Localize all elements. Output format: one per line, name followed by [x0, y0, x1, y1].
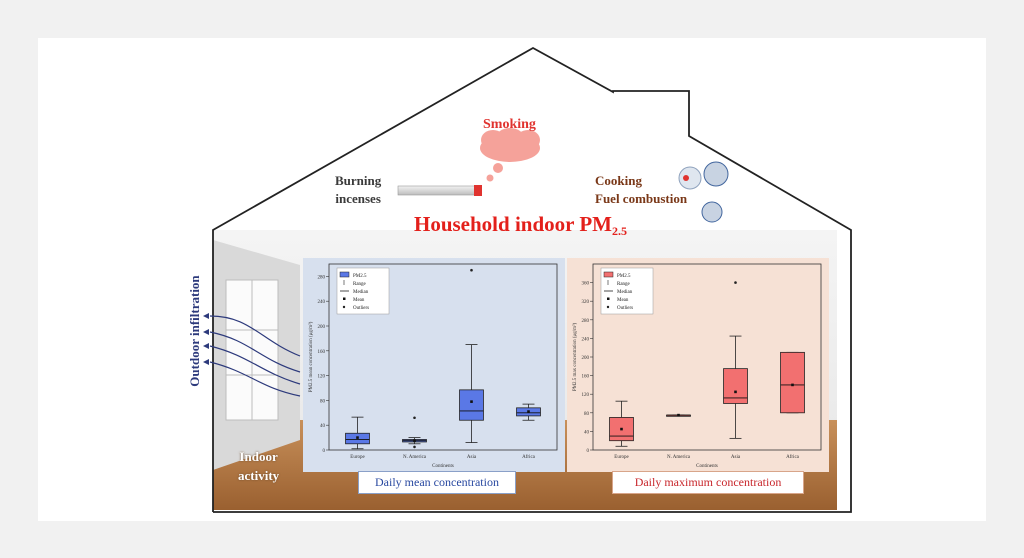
incense-stick — [397, 185, 477, 196]
smoke-cloud-icon — [480, 128, 540, 182]
legend-label: Mean — [617, 298, 629, 303]
y-axis-label: PM2.5 mean concentration (μg/m³) — [308, 321, 314, 392]
plot-area — [328, 263, 558, 451]
infiltration-arrows — [209, 315, 301, 397]
indoor-activity-label: Indoor activity — [238, 447, 279, 485]
x-tick-label: Africa — [786, 455, 800, 460]
legend-label: Outliers — [353, 306, 369, 311]
legend-mean-marker — [607, 297, 610, 300]
y-tick-label: 0 — [587, 449, 590, 454]
x-tick-label: Asia — [467, 455, 477, 460]
y-tick-label: 240 — [582, 337, 590, 342]
mean-marker — [677, 413, 680, 417]
y-tick-label: 80 — [320, 399, 326, 404]
incense-tip — [474, 185, 482, 196]
box-iqr — [723, 368, 748, 404]
title-subscript: 2.5 — [611, 224, 627, 238]
y-tick-label: 280 — [582, 319, 590, 324]
burning-incenses-label: Burning incenses — [335, 172, 381, 208]
y-tick-label: 240 — [318, 300, 326, 305]
outdoor-infiltration-label: Outdoor infiltration — [187, 275, 202, 387]
title-main: Household indoor PM — [414, 212, 612, 236]
x-tick-label: Asia — [731, 455, 741, 460]
mean-marker — [527, 410, 530, 413]
y-tick-label: 0 — [323, 449, 326, 454]
legend-label: Mean — [353, 298, 365, 303]
box-iqr — [459, 389, 484, 421]
x-tick-label: Europe — [350, 455, 365, 460]
mean-marker — [413, 439, 416, 442]
y-tick-label: 200 — [582, 356, 590, 361]
y-tick-label: 120 — [318, 375, 326, 380]
y-tick-label: 200 — [318, 325, 326, 330]
mean-marker — [791, 383, 794, 387]
mean-marker — [620, 427, 623, 431]
legend-label: Range — [353, 282, 367, 287]
y-axis-label: PM2.5 max concentration (μg/m³) — [572, 323, 578, 392]
x-tick-label: N. America — [667, 455, 691, 460]
house-outline — [212, 46, 852, 513]
y-tick-label: 320 — [582, 300, 590, 305]
legend-label: PM2.5 — [617, 274, 631, 279]
y-tick-label: 160 — [582, 375, 590, 380]
legend-swatch — [603, 271, 614, 278]
cooking-label: Cooking Fuel combustion — [595, 172, 687, 208]
y-tick-label: 360 — [582, 282, 590, 287]
burning-line2: incenses — [335, 191, 381, 206]
y-tick-label: 280 — [318, 275, 326, 280]
legend-label: PM2.5 — [353, 274, 367, 279]
legend-outlier-marker — [342, 305, 346, 309]
combustion-particles-icon — [678, 161, 729, 223]
mean-marker — [470, 400, 473, 403]
box-iqr — [780, 351, 805, 414]
y-tick-label: 160 — [318, 350, 326, 355]
y-tick-label: 120 — [582, 393, 590, 398]
y-tick-label: 80 — [584, 412, 590, 417]
legend-label: Median — [617, 290, 633, 295]
figure-title: Household indoor PM2.5 — [414, 212, 627, 239]
legend-mean-marker — [343, 297, 346, 300]
legend-swatch — [339, 271, 350, 278]
y-tick-label: 40 — [320, 424, 326, 429]
indoor-line2: activity — [238, 468, 280, 483]
mean-marker — [356, 436, 359, 439]
x-axis-label: Continents — [696, 464, 718, 469]
outlier-point — [413, 445, 416, 449]
legend-label: Range — [617, 282, 631, 287]
smoking-label: Smoking — [483, 117, 536, 132]
y-tick-label: 40 — [584, 430, 590, 435]
burning-line1: Burning — [335, 173, 382, 188]
caption-daily-max: Daily maximum concentration — [612, 471, 804, 494]
legend-label: Median — [353, 290, 369, 295]
x-tick-label: Europe — [614, 455, 629, 460]
x-tick-label: Africa — [522, 455, 536, 460]
outlier-point — [413, 416, 416, 420]
outlier-point — [470, 268, 473, 272]
x-tick-label: N. America — [403, 455, 427, 460]
outlier-point — [734, 281, 737, 284]
x-axis-label: Continents — [432, 464, 454, 469]
legend-label: Outliers — [617, 306, 633, 311]
cooking-line1: Cooking — [595, 173, 642, 188]
caption-daily-mean: Daily mean concentration — [358, 471, 516, 494]
cooking-line2: Fuel combustion — [595, 191, 688, 206]
indoor-line1: Indoor — [239, 449, 278, 464]
mean-marker — [734, 390, 737, 394]
legend-outlier-marker — [606, 305, 610, 309]
